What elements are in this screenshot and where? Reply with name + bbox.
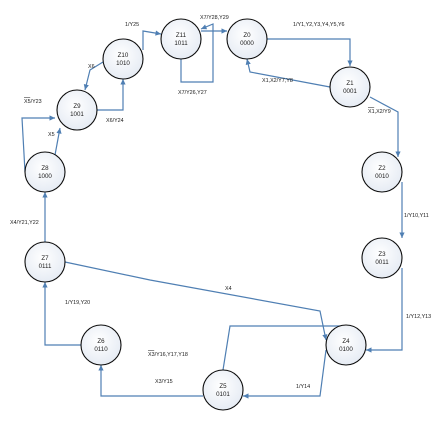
state-code: 0111: [39, 263, 52, 270]
edge-label-z7-z8: X4/Y21,Y22: [10, 220, 39, 226]
edge-label-z4-z5: 1/Y14: [296, 384, 310, 390]
state-circle: [361, 237, 403, 279]
state-name: Z11: [176, 32, 187, 39]
state-code: 1000: [38, 173, 52, 180]
edge-z8-z10: [21, 117, 55, 173]
edge-label-z1-z0: X1,X2/Y7,Y8: [262, 78, 293, 84]
state-circle: [24, 241, 66, 283]
arrowhead-z6-z7: [42, 282, 48, 288]
arrowhead-z1-z0: [245, 59, 251, 65]
edge-label-z9-z10: X6/Y24: [106, 118, 124, 124]
arrowhead-z3-z4: [366, 347, 372, 353]
state-name: Z7: [41, 255, 49, 262]
edge-label-z10-z9: X6: [88, 64, 95, 70]
state-name: Z9: [73, 103, 81, 110]
edge-label-z11-z0: X7/Y28,Y29: [200, 15, 229, 21]
edge-label-z11-loop: X7/Y26,Y27: [178, 90, 207, 96]
state-name: Z2: [378, 165, 386, 172]
state-circle: [102, 38, 144, 80]
state-code: 0101: [216, 391, 230, 398]
arrowhead-z8-z9: [56, 128, 62, 134]
state-circle: [202, 369, 244, 411]
state-name: Z5: [219, 383, 227, 390]
edge-label-z5-z6: X3/Y15: [155, 379, 173, 385]
arrowhead-z9-z10: [120, 79, 126, 85]
edge-label-z5-z4: X3/Y16,Y17,Y18: [148, 352, 188, 358]
edge-label-z2-z3: 1/Y10,Y11: [404, 213, 429, 219]
edge-z3-z4: [366, 268, 403, 351]
state-code: 0001: [343, 88, 357, 95]
state-name: Z6: [97, 338, 105, 345]
arrowhead-z4-z5: [243, 393, 249, 399]
arrowhead-z11-z0: [221, 28, 227, 34]
state-code: 0100: [339, 346, 353, 353]
edge-label-z8-z9: X5: [48, 132, 55, 138]
edge-z5-z6: [100, 365, 203, 397]
arrowhead-z8-z10: [49, 115, 55, 121]
edge-z10-z11: [142, 30, 162, 50]
state-circle: [24, 151, 66, 193]
edge-label-z3-z4: 1/Y12,Y13: [406, 314, 431, 320]
state-name: Z4: [342, 338, 350, 345]
edge-z7-z4: [64, 261, 327, 341]
state-code: 1010: [116, 60, 130, 67]
arrowhead-z1-z2: [395, 151, 401, 157]
edge-z4-z5: [243, 349, 327, 397]
state-name: Z8: [41, 165, 49, 172]
arrowhead-z7-z8: [42, 192, 48, 198]
state-name: Z10: [118, 52, 129, 59]
edge-label-z0-z1: 1/Y1,Y2,Y3,Y4,Y5,Y6: [293, 22, 345, 28]
state-name: Z0: [243, 32, 251, 39]
state-circle: [329, 66, 371, 108]
state-name: Z1: [346, 80, 354, 87]
arrowhead-z10-z9: [83, 84, 89, 90]
state-circle: [160, 18, 202, 60]
edge-label-z6-z7: 1/Y19,Y20: [65, 300, 90, 306]
state-code: 0011: [375, 259, 389, 266]
arrowhead-z2-z3: [399, 232, 405, 238]
state-code: 1011: [174, 40, 188, 47]
state-name: Z3: [378, 251, 386, 258]
state-code: 0000: [240, 40, 254, 47]
nodes-layer: Z00000Z10001Z20010Z30011Z40100Z50101Z601…: [24, 18, 403, 411]
state-circle: [361, 151, 403, 193]
state-circle: [325, 324, 367, 366]
arrowhead-z10-z11: [155, 30, 161, 36]
edge-label-z10-z11: 1/Y25: [125, 22, 139, 28]
state-code: 0110: [94, 346, 108, 353]
state-code: 1001: [70, 111, 84, 118]
edge-z1-z2: [369, 96, 399, 157]
edges-layer: [21, 23, 405, 399]
arrowhead-z7-z4: [322, 334, 328, 340]
edge-z10-z9: [84, 61, 104, 91]
edge-label-z8-z10: X5/Y23: [24, 99, 42, 105]
edge-label-z7-z4: X4: [225, 286, 232, 292]
edge-z6-z7: [44, 282, 81, 346]
arrowhead-z11-loop: [201, 24, 208, 30]
arrowhead-z0-z1: [347, 60, 353, 66]
state-circle: [80, 324, 122, 366]
state-circle: [56, 89, 98, 131]
state-circle: [226, 18, 268, 60]
edge-z11-loop: [180, 23, 214, 83]
arrowhead-z5-z6: [98, 365, 104, 371]
state-code: 0010: [375, 173, 389, 180]
edge-z9-z10: [97, 79, 124, 111]
edge-label-z1-z2: X1,X2/Y9: [368, 109, 391, 115]
edge-z0-z1: [267, 38, 351, 66]
